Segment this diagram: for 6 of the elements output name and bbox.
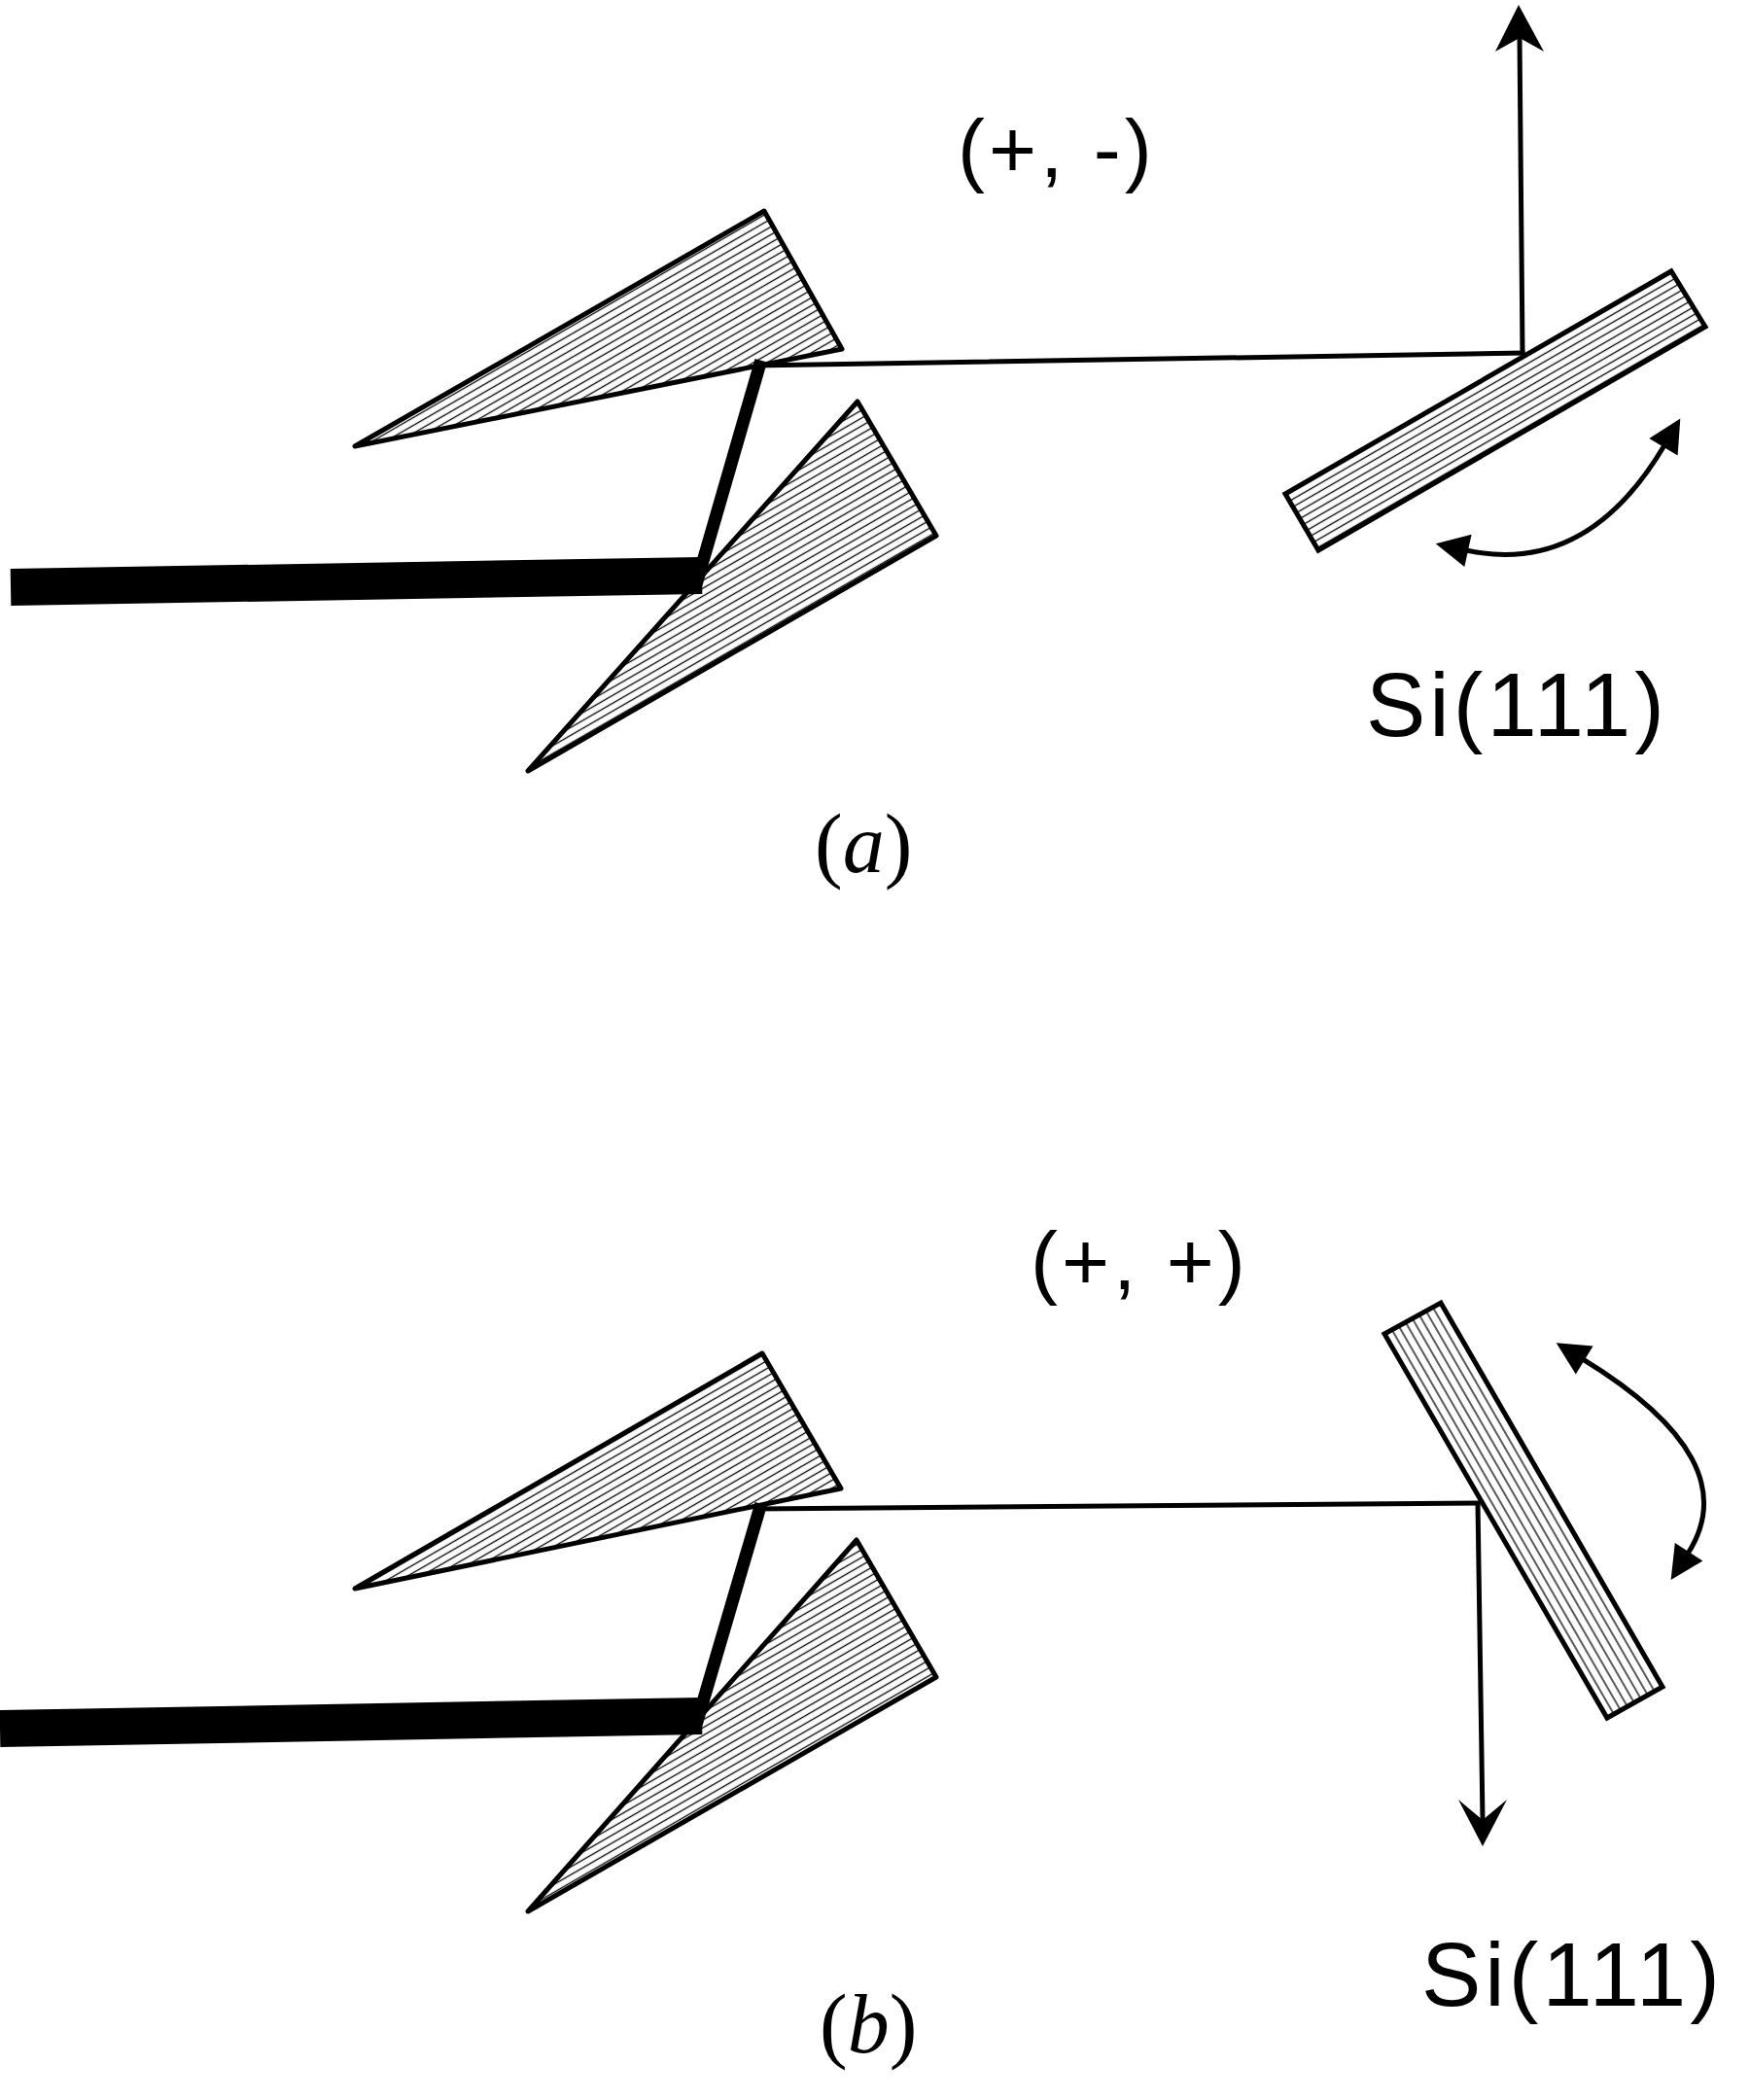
panel-label: (a) [814,796,914,893]
sign-label: (+, -) [957,102,1157,197]
sign-label: (+, +) [1030,1214,1250,1310]
crystal-label: Si(111) [1420,1924,1725,2027]
panel-label: (b) [819,1977,919,2074]
crystal-label: Si(111) [1365,654,1669,757]
